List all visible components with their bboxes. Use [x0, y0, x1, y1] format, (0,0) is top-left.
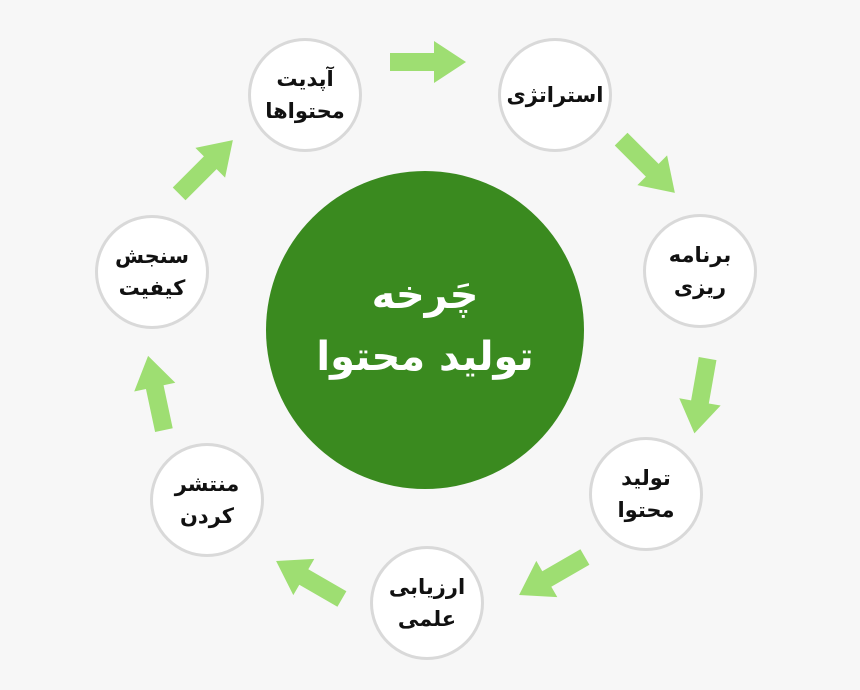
center-circle: چَرخه تولید محتوا: [266, 171, 584, 489]
node-strategy: استراتژی: [498, 38, 612, 152]
flow-arrow-icon: [390, 41, 466, 83]
node-planning: برنامه ریزی: [643, 214, 757, 328]
flow-arrow-icon: [679, 357, 721, 434]
node-label: سنجش کیفیت: [114, 244, 190, 300]
node-label: تولید محتوا: [617, 466, 675, 522]
flow-arrow-icon: [172, 140, 233, 201]
flow-arrow-icon: [614, 132, 675, 193]
node-update: آپدیت محتواها: [248, 38, 362, 152]
flow-arrow-icon: [276, 558, 347, 607]
node-label: برنامه ریزی: [668, 243, 732, 299]
node-review: ارزیابی علمی: [370, 546, 484, 660]
node-label: استراتژی: [506, 83, 604, 107]
node-label: آپدیت محتواها: [265, 67, 345, 123]
node-label: منتشر کردن: [174, 472, 240, 528]
node-production: تولید محتوا: [589, 437, 703, 551]
flow-arrow-icon: [519, 549, 590, 598]
node-label: ارزیابی علمی: [388, 575, 466, 631]
center-title: چَرخه تولید محتوا: [316, 272, 534, 380]
flow-arrow-icon: [134, 355, 176, 433]
node-publishing: منتشر کردن: [150, 443, 264, 557]
node-quality: سنجش کیفیت: [95, 215, 209, 329]
